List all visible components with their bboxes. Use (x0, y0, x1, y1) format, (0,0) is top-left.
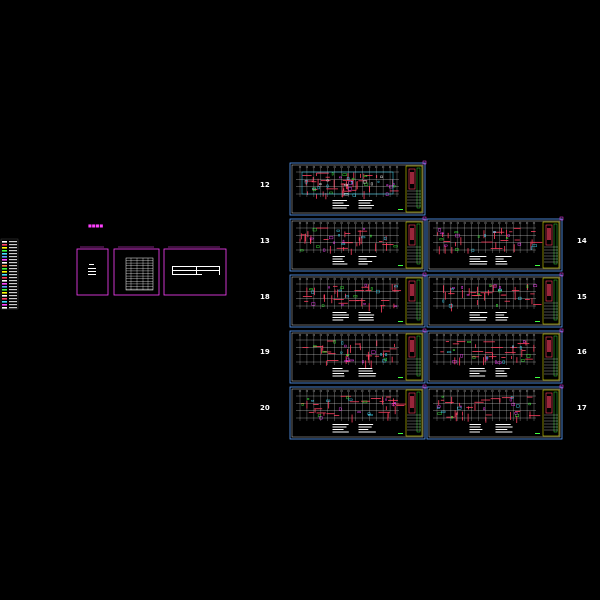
sheet-number-15: 15 (577, 293, 587, 301)
sheet-20[interactable] (289, 384, 427, 440)
cover-panel-2[interactable] (113, 248, 160, 296)
sheet-16[interactable] (426, 328, 564, 384)
sheet-number-13: 13 (260, 237, 270, 245)
cover-sheets: ■■■■ (76, 223, 227, 296)
sheet-number-18: 18 (260, 293, 270, 301)
sheet-15[interactable] (426, 272, 564, 328)
sheet-number-14: 14 (577, 237, 587, 245)
layer-legend (0, 238, 19, 310)
sheet-19[interactable] (289, 328, 427, 384)
sheet-12[interactable] (289, 160, 427, 216)
sheet-13[interactable] (289, 216, 427, 272)
sheet-number-17: 17 (577, 404, 587, 412)
svg-text:■■■■: ■■■■ (88, 223, 103, 228)
sheet-number-19: 19 (260, 348, 270, 356)
sheet-number-20: 20 (260, 404, 270, 412)
sheet-17[interactable] (426, 384, 564, 440)
sheet-number-12: 12 (260, 181, 270, 189)
sheet-14[interactable] (426, 216, 564, 272)
sheet-18[interactable] (289, 272, 427, 328)
sheet-number-16: 16 (577, 348, 587, 356)
cover-panel-3[interactable] (163, 248, 227, 296)
cover-panel-1[interactable] (76, 248, 109, 296)
floor-plan-sheets (289, 160, 564, 440)
